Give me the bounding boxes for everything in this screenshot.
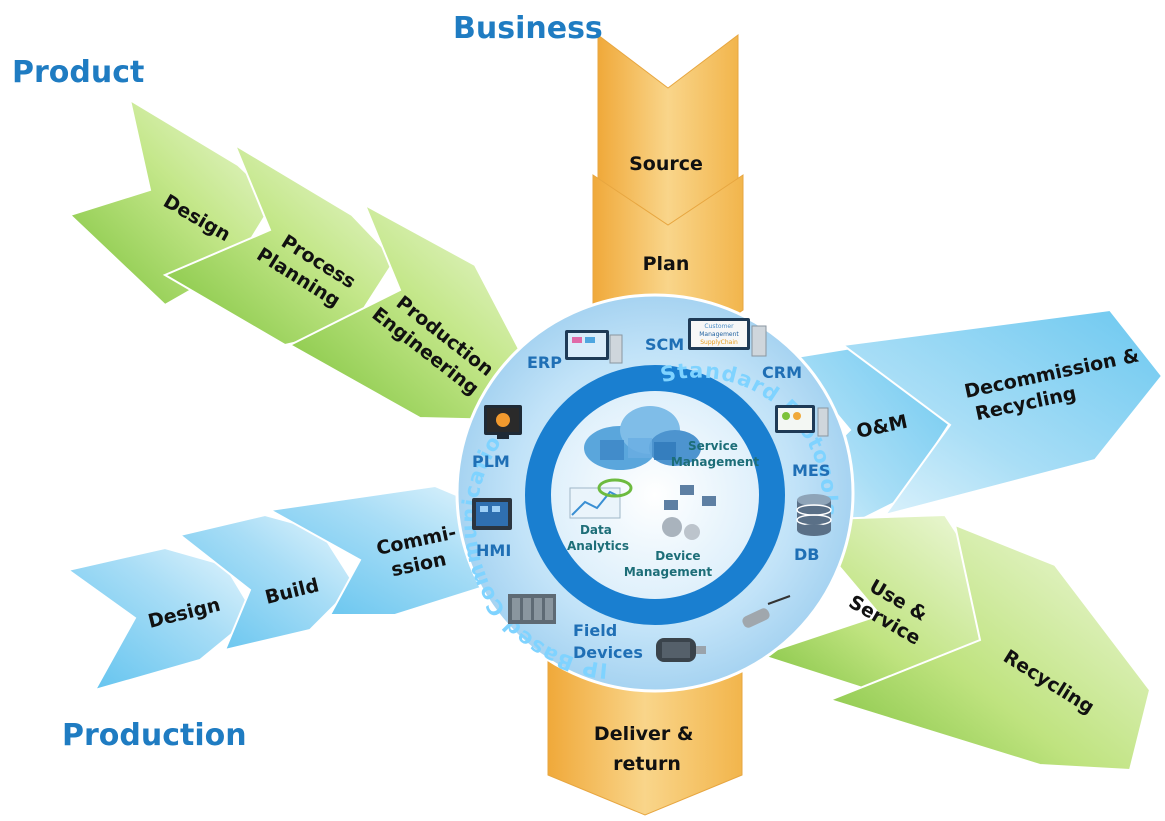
chevron-production-engineering (287, 202, 532, 422)
label-deliver: Deliver & return (594, 723, 700, 775)
core-service: Service Management (671, 439, 760, 469)
label-source: Source (629, 153, 703, 175)
label-commission: Commi- ssion (374, 520, 469, 583)
lifecycle-green-chevrons (756, 513, 1152, 772)
core-device: Device Management (624, 549, 713, 579)
scm-screen-line1: Customer (704, 323, 734, 330)
chevron-production-design (65, 546, 257, 692)
chevron-recycling (827, 523, 1152, 772)
network-devices-icon (662, 485, 716, 540)
label-plm: PLM (472, 452, 510, 471)
sensor-icon (742, 595, 791, 628)
label-plan: Plan (643, 253, 690, 275)
chevron-decommission (840, 308, 1164, 517)
hmi-panel-icon (472, 498, 512, 530)
central-hub: IP Based Communication Standard Protocol… (455, 293, 855, 693)
category-product: Product (12, 55, 144, 90)
cloud-puzzle-icon (584, 406, 701, 470)
scm-screen-line3: SupplyChain (700, 339, 738, 346)
database-icon (796, 494, 832, 536)
scm-screen-line2: Management (699, 331, 739, 338)
erp-monitor-icon (565, 330, 623, 364)
label-erp: ERP (527, 353, 562, 372)
scm-monitor-icon: Customer Management SupplyChain (688, 318, 767, 357)
analytics-chart-icon (569, 478, 633, 519)
core-data: Data Analytics (567, 523, 629, 553)
chevron-build (177, 513, 357, 652)
category-business: Business (453, 11, 603, 46)
category-production: Production (62, 718, 247, 753)
label-hmi: HMI (476, 541, 511, 560)
label-mes: MES (792, 461, 830, 480)
motor-icon (656, 638, 706, 662)
label-db: DB (794, 545, 819, 564)
production-chevrons (65, 484, 507, 692)
mes-monitor-icon (775, 405, 829, 437)
plm-monitor-icon (484, 405, 522, 439)
plc-rack-icon (508, 594, 556, 624)
label-crm: CRM (762, 363, 802, 382)
label-field-devices: Field Devices (573, 621, 643, 662)
label-scm: SCM (645, 335, 684, 354)
product-chevrons (68, 97, 532, 422)
